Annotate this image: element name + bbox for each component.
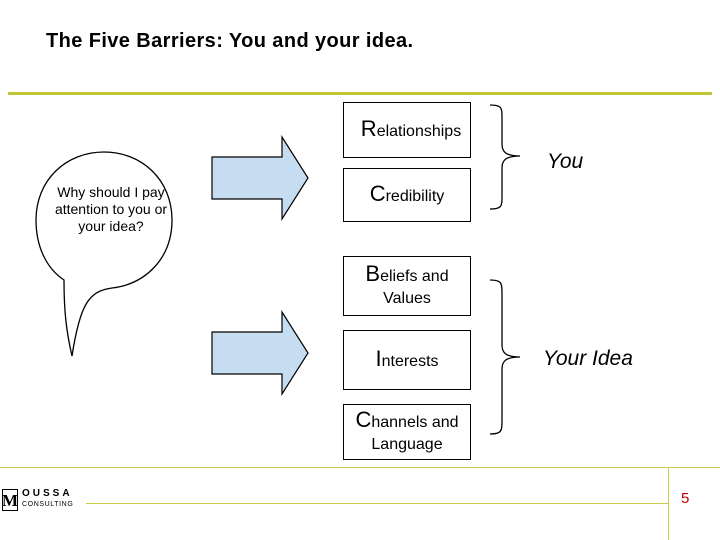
group-label-your-idea: Your Idea — [543, 347, 633, 370]
barrier-initial: C — [369, 180, 386, 206]
barrier-initial: R — [360, 115, 377, 141]
brace-right-icon — [489, 279, 521, 435]
footer-separator — [668, 468, 669, 540]
page-number: 5 — [681, 490, 690, 507]
barrier-initial: I — [375, 345, 382, 371]
title-underline — [8, 92, 712, 95]
barrier-label-line2: Language — [371, 435, 443, 453]
company-logo-sub: CONSULTING — [22, 501, 74, 508]
speech-bubble-icon — [35, 151, 173, 357]
barrier-label: elationships — [376, 122, 462, 140]
arrow-right-icon — [211, 135, 309, 221]
barrier-interests: Interests — [343, 330, 471, 390]
barrier-initial: C — [355, 406, 372, 432]
barrier-initial: B — [365, 260, 381, 286]
footer-line — [86, 503, 668, 504]
barrier-channels-language: Channels and Language — [343, 404, 471, 460]
barrier-credibility: Credibility — [343, 168, 471, 222]
slide-title: The Five Barriers: You and your idea. — [46, 30, 414, 52]
bubble-question: Why should I pay attention to you or you… — [54, 184, 168, 234]
company-logo-name: OUSSA — [22, 488, 73, 499]
barrier-label: nterests — [381, 352, 439, 370]
barrier-relationships: Relationships — [343, 102, 471, 158]
brace-right-icon — [489, 104, 521, 210]
barrier-beliefs-values: Beliefs and Values — [343, 256, 471, 316]
barrier-label: redibility — [385, 187, 445, 205]
barrier-label: eliefs and — [380, 267, 449, 285]
group-label-you: You — [547, 150, 584, 173]
company-logo-mark: M — [1, 489, 19, 511]
barrier-label-line2: Values — [383, 289, 431, 307]
arrow-right-icon — [211, 310, 309, 396]
footer-divider — [0, 467, 720, 468]
barrier-label: hannels and — [371, 413, 459, 431]
